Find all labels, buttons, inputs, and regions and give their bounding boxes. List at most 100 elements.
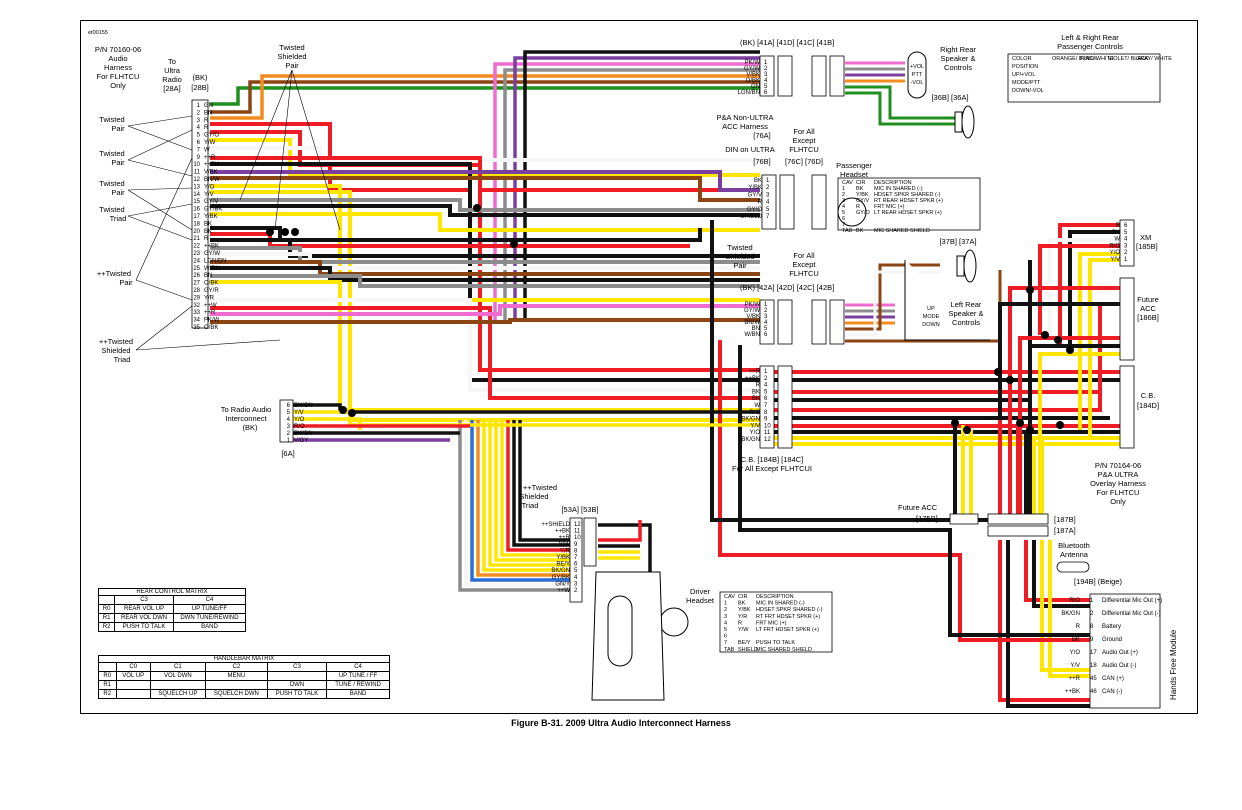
splice-dot (348, 409, 356, 417)
wire-code: W/BN (204, 266, 220, 272)
svg-text:DOWN: DOWN (922, 322, 939, 328)
connector-41a (759, 55, 775, 97)
matrix-cell: PUSH TO TALK (114, 622, 174, 632)
pin-number: 5 (766, 207, 770, 213)
passenger-headset-jack-icon (837, 197, 867, 227)
table-cell: 4 (724, 620, 727, 626)
splice-dot (1026, 426, 1034, 434)
wire-code: R (1116, 223, 1121, 229)
right-rear-controls-icon (907, 51, 927, 99)
matrix-cell: UP TUNE/FF (172, 604, 247, 614)
connector-42b (829, 299, 845, 345)
connector-187a-label: [187A] (1054, 526, 1076, 535)
bluetooth-antenna (1056, 561, 1090, 573)
pin-number: 4 (764, 320, 768, 326)
twisted-pair-labels: Twisted Pair Twisted Pair Twisted Pair T… (97, 43, 307, 364)
rear-control-matrix-title: REAR CONTROL MATRIX (98, 588, 246, 595)
pin-number: 5 (764, 84, 768, 90)
table-cell: MIC SHARED SHIELD (874, 228, 930, 234)
matrix-cell: VOL UP (115, 671, 151, 681)
pin-number: 2 (574, 588, 578, 594)
splice-dot (281, 228, 289, 236)
table-cell: TAB (842, 228, 853, 234)
pin-description: Differential Mic Out (-) (1102, 611, 1161, 617)
figure-code: et00155 (88, 30, 108, 36)
wire-code: BK/GN (1061, 611, 1080, 617)
svg-text:Triad: Triad (114, 355, 131, 364)
wire-code: ++R (559, 535, 571, 541)
wire-rails (210, 122, 760, 422)
wire-code: R (758, 200, 763, 206)
pin-number: 2 (764, 66, 768, 72)
table-cell: BK (738, 601, 746, 607)
svg-text:To: To (168, 57, 176, 66)
connector-185b (1119, 219, 1135, 267)
wire-code: Y/BK (204, 214, 218, 220)
splice-dot (1006, 376, 1014, 384)
svg-text:ACC: ACC (1140, 304, 1156, 313)
wire-code: Y/O (294, 417, 305, 423)
svg-text:Left Rear: Left Rear (951, 300, 982, 309)
pin-number: 20 (193, 229, 200, 235)
table-cell: UP/+VOL (1012, 72, 1035, 78)
pin-number: 9 (764, 417, 768, 423)
wire-code: LGN/BN (204, 258, 226, 264)
pin-number: 1 (764, 302, 768, 308)
audio-harness-label: P/N 70160-06 Audio Harness For FLHTCU On… (95, 45, 141, 90)
pin-number: 23 (193, 251, 200, 257)
table-cell: 5 (842, 210, 845, 216)
wire-code: Y/BK (748, 185, 762, 191)
wire-code: R (204, 236, 209, 242)
wire-code: GN (204, 103, 213, 109)
connector-184b (759, 365, 775, 449)
matrix-cell: REAR VOL UP (114, 604, 174, 614)
wire-code: ++BK (745, 376, 760, 382)
future-acc-175-label: Future ACC [175B] (898, 503, 938, 523)
table-header: VIOLET/ BLACK (1108, 56, 1149, 62)
matrix-cell: DWN TUNE/REWIND (172, 613, 247, 623)
twisted-shielded-mid-label: Twisted Shielded Pair (725, 243, 754, 270)
pin-number: 3 (1124, 243, 1128, 249)
wire-code: GN/Y (555, 581, 570, 587)
wire-code: Y/V (1110, 257, 1120, 263)
table-header: ORANGE/ BLACK (1052, 56, 1097, 62)
wire-code: R/O (294, 424, 305, 430)
splice-dot (1056, 421, 1064, 429)
pin-number: 35 (193, 325, 200, 331)
svg-text:Only: Only (110, 81, 126, 90)
pin-description: Ground (1102, 637, 1122, 643)
connector-42a (759, 299, 775, 345)
pin-description: Differential Mic Out (+) (1102, 598, 1162, 604)
svg-text:Pair: Pair (285, 61, 299, 70)
wire-code: W (754, 403, 760, 409)
pin-number: 27 (193, 281, 200, 287)
table-cell: RT REAR HDSET SPKR (+) (874, 198, 943, 204)
matrix-cell (266, 671, 328, 681)
mode-control-label: UP MODE DOWN +VOL PTT -VOL (910, 64, 940, 328)
matrix-cell: DWN (266, 680, 328, 690)
wire-code: BK/GN (294, 431, 313, 437)
wire-code: ++R (1069, 676, 1081, 682)
wire-code: GY/V (204, 199, 218, 205)
pin-number: 3 (287, 424, 291, 430)
cb-184d-label: C.B. [184D] (1137, 391, 1159, 410)
pin-number: 6 (574, 562, 578, 568)
matrix-cell: C3 (266, 662, 328, 672)
svg-text:P&A Non-ULTRA: P&A Non-ULTRA (717, 113, 774, 122)
connector-76b (761, 174, 777, 230)
svg-text:Pair: Pair (111, 158, 125, 167)
splice-dot (291, 228, 299, 236)
svg-text:Speaker &: Speaker & (940, 54, 975, 63)
cb-184b-label: C.B. [184B] [184C] For All Except FLHTCU… (732, 455, 812, 473)
svg-text:For All Except FLHTCUI: For All Except FLHTCUI (732, 464, 812, 473)
wire-code: R/O (1109, 243, 1120, 249)
left-rear-speaker-icon (963, 249, 977, 283)
svg-text:[186B]: [186B] (1137, 313, 1159, 322)
wire-code: BK (752, 396, 760, 402)
svg-text:C.B.: C.B. (1141, 391, 1156, 400)
table-cell: FRT MIC (+) (874, 204, 905, 210)
svg-text:Except: Except (793, 260, 817, 269)
